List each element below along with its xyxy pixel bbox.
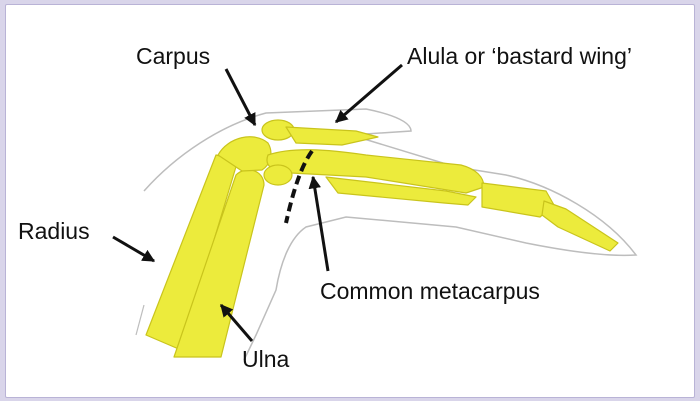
carpus-arrow [224,68,257,127]
ulna-label: Ulna [242,346,290,372]
carpus-bone [217,136,272,172]
wing-diagram [112,63,638,361]
alula-arrow [335,63,403,124]
diagram-frame: Carpus Alula or ‘bastard wing’ Radius Co… [5,4,695,398]
bones [145,119,619,358]
phalanx-2 [541,200,619,252]
radius-arrow [112,235,156,263]
carpal-knob [263,164,293,186]
alula-label: Alula or ‘bastard wing’ [407,43,633,69]
ulna-bone [173,169,265,358]
minor-metacarpal [325,176,477,206]
radius-label: Radius [18,218,90,244]
carpus-label: Carpus [136,43,211,69]
alula-bone [285,126,379,146]
metacarpus-arrow [308,175,330,272]
ulna-arrow [219,304,254,342]
wing-outline-lower [135,304,145,336]
common-metacarpus-label: Common metacarpus [320,278,540,304]
metacarpus-dashed-line [284,149,314,224]
